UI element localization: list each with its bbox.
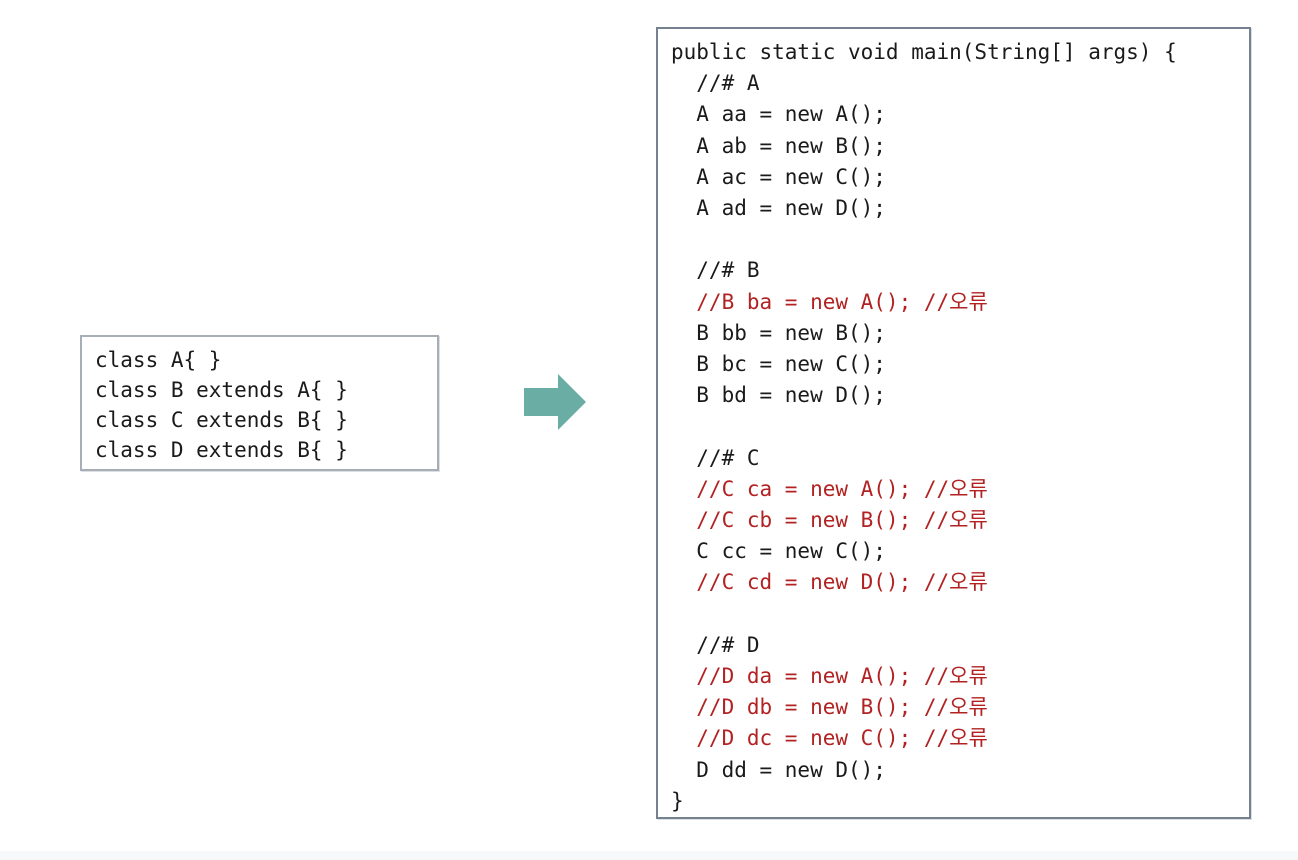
class-def-line: class C extends B{ } [95,408,348,432]
code-line-error: //D db = new B(); //오류 [671,695,988,720]
code-line [671,599,1249,630]
class-definitions-box: class A{ } class B extends A{ } class C ex… [80,335,439,471]
code-line-error: //C cb = new B(); //오류 [671,508,988,533]
code-line: B bc = new C(); [671,352,886,377]
code-line: A ac = new C(); [671,164,886,189]
class-def-line: class B extends A{ } [95,378,348,402]
code-line-error: //B ba = new A(); //오류 [671,289,988,314]
code-line [671,411,1249,442]
code-line: //# A [671,71,760,96]
bottom-strip [0,851,1298,860]
code-line: //# B [671,258,760,283]
class-def-line: class A{ } [95,348,222,372]
code-line: A ab = new B(); [671,133,886,158]
code-line: //# C [671,445,760,470]
code-line: B bb = new B(); [671,320,886,345]
right-arrow-graphic [524,374,586,430]
code-line-error: //C ca = new A(); //오류 [671,476,988,501]
right-arrow-icon [524,374,586,430]
code-line-error: //C cd = new D(); //오류 [671,570,988,595]
code-line [671,224,1249,255]
code-line: A aa = new A(); [671,102,886,127]
code-line: } [671,788,684,813]
class-def-line: class D extends B{ } [95,438,348,462]
main-method-code-box: public static void main(String[] args) {… [656,27,1251,819]
code-line: B bd = new D(); [671,383,886,408]
code-line: D dd = new D(); [671,757,886,782]
code-line: A ad = new D(); [671,196,886,221]
code-line-error: //D da = new A(); //오류 [671,664,988,689]
code-line: //# D [671,632,760,657]
code-line: public static void main(String[] args) { [671,40,1177,64]
code-line: C cc = new C(); [671,539,886,564]
code-line-error: //D dc = new C(); //오류 [671,726,988,751]
